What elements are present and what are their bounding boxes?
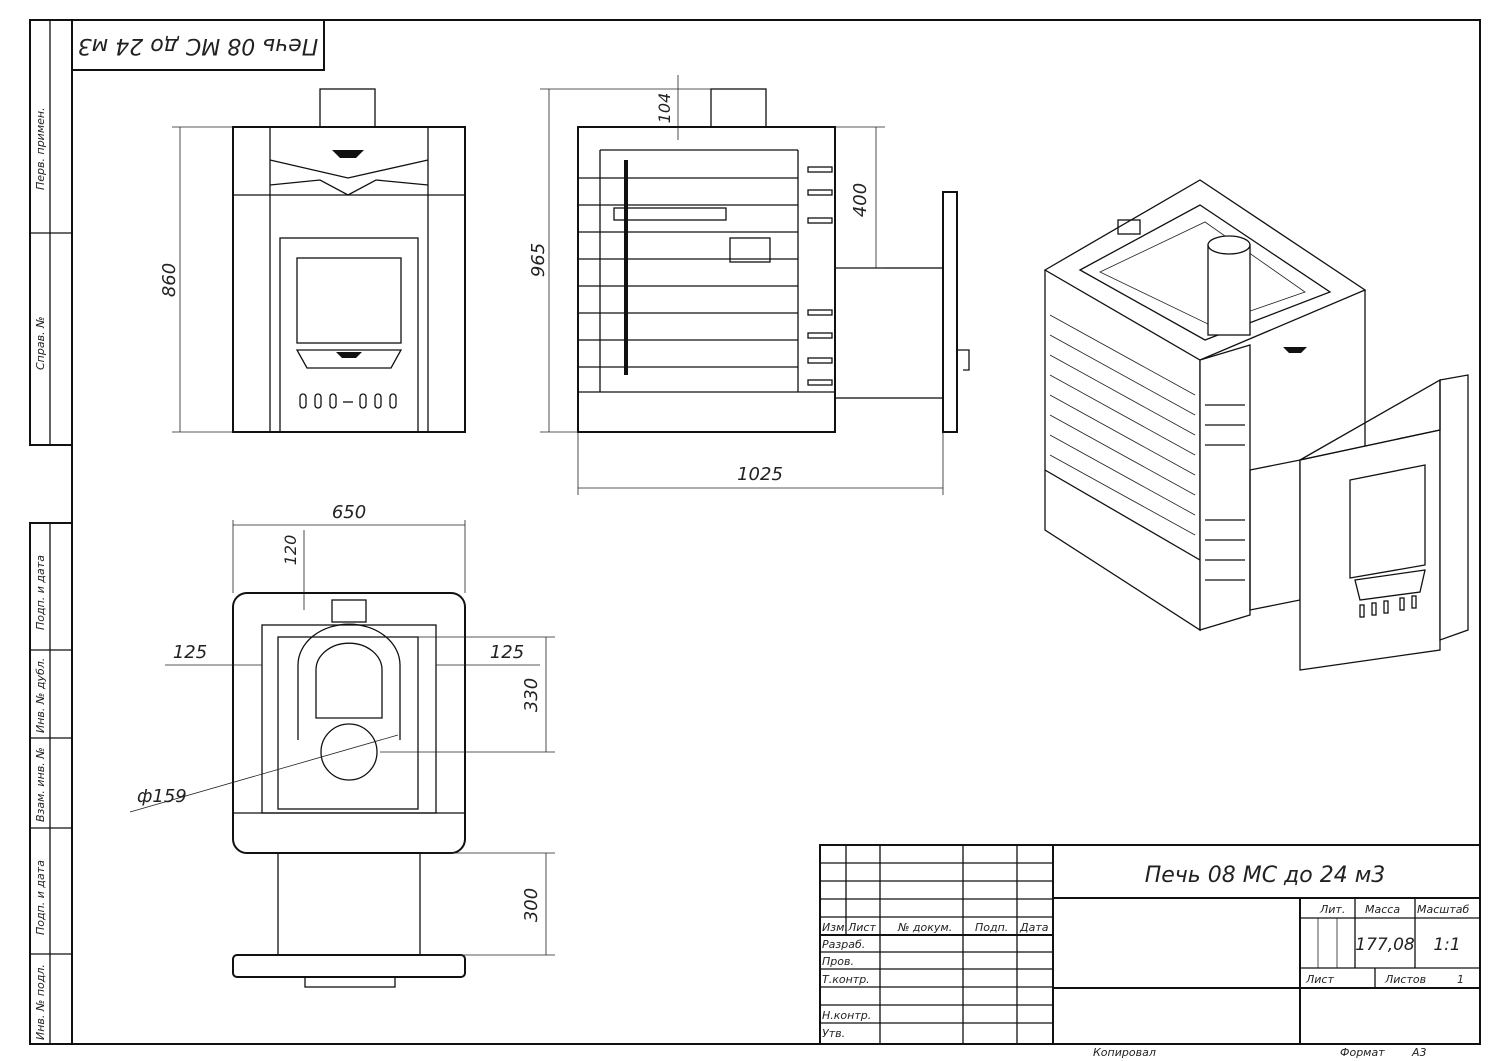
strip-perv-primen: Перв. примен.	[34, 107, 47, 190]
strip-inv-podl: Инв. № подл.	[34, 964, 47, 1040]
strip-inv-dubl: Инв. № дубл.	[34, 658, 47, 733]
listov-value: 1	[1457, 973, 1464, 986]
header-masshtab: Масштаб	[1417, 903, 1469, 916]
dim-top-diameter: ф159	[137, 786, 187, 807]
title-text: Печь 08 МС до 24 м3	[1145, 863, 1386, 888]
side-strip-lower: Подп. и дата Инв. № дубл. Взам. инв. № П…	[29, 522, 73, 1045]
strip-vzam-inv: Взам. инв. №	[34, 747, 47, 822]
strip-podp-data-2: Подп. и дата	[34, 860, 47, 935]
massa-value: 177,08	[1355, 935, 1415, 955]
dim-side-length: 1025	[737, 464, 783, 485]
dim-side-height: 965	[528, 243, 549, 277]
label-list: Лист	[1305, 973, 1334, 986]
logo-icon	[1283, 347, 1307, 353]
dim-top-330: 330	[521, 678, 542, 712]
title-block: Печь 08 МС до 24 м3 Изм. Лист № докум. П…	[819, 844, 1481, 1059]
strip-podp-data: Подп. и дата	[34, 555, 47, 630]
dim-top-width: 650	[332, 502, 366, 523]
front-view: 860	[159, 88, 466, 433]
stamp-text: Печь 08 МС до 24 м3	[78, 33, 319, 58]
header-massa: Масса	[1365, 903, 1400, 916]
col-podp: Подп.	[975, 921, 1008, 934]
dim-side-top: 104	[655, 93, 674, 124]
row-tkontr: Т.контр.	[822, 973, 870, 986]
col-list: Лист	[847, 921, 876, 934]
row-razrab: Разраб.	[822, 938, 865, 951]
row-prov: Пров.	[822, 955, 854, 968]
top-view: 650 120 125 125 330 ф159 300	[129, 502, 555, 988]
dim-top-120: 120	[281, 535, 300, 566]
dim-top-right-125: 125	[490, 642, 524, 663]
dim-front-height: 860	[159, 263, 180, 297]
strip-sprav-no: Справ. №	[34, 316, 47, 370]
isometric-view	[1043, 179, 1469, 671]
mirrored-stamp: Печь 08 МС до 24 м3	[71, 19, 325, 71]
dim-top-300: 300	[521, 888, 542, 922]
col-doc: № докум.	[897, 921, 952, 934]
dim-side-400: 400	[850, 183, 871, 217]
col-data: Дата	[1019, 921, 1049, 934]
sheet-frame	[71, 19, 1481, 1045]
row-utv: Утв.	[822, 1027, 845, 1040]
label-listov: Листов	[1384, 973, 1426, 986]
side-view: 1025 965 104 400	[528, 75, 970, 495]
col-izm: Изм.	[822, 921, 848, 934]
row-nkontr: Н.контр.	[822, 1009, 871, 1022]
format-value: А3	[1411, 1046, 1427, 1059]
logo-icon	[332, 150, 364, 158]
chimney-pipe	[1207, 244, 1251, 336]
side-strip-upper: Перв. примен. Справ. №	[29, 19, 73, 446]
masshtab-value: 1:1	[1433, 935, 1460, 955]
label-format: Формат	[1340, 1046, 1385, 1059]
label-kopiroval: Копировал	[1093, 1046, 1156, 1059]
header-lit: Лит.	[1319, 903, 1345, 916]
dim-top-left-125: 125	[173, 642, 207, 663]
